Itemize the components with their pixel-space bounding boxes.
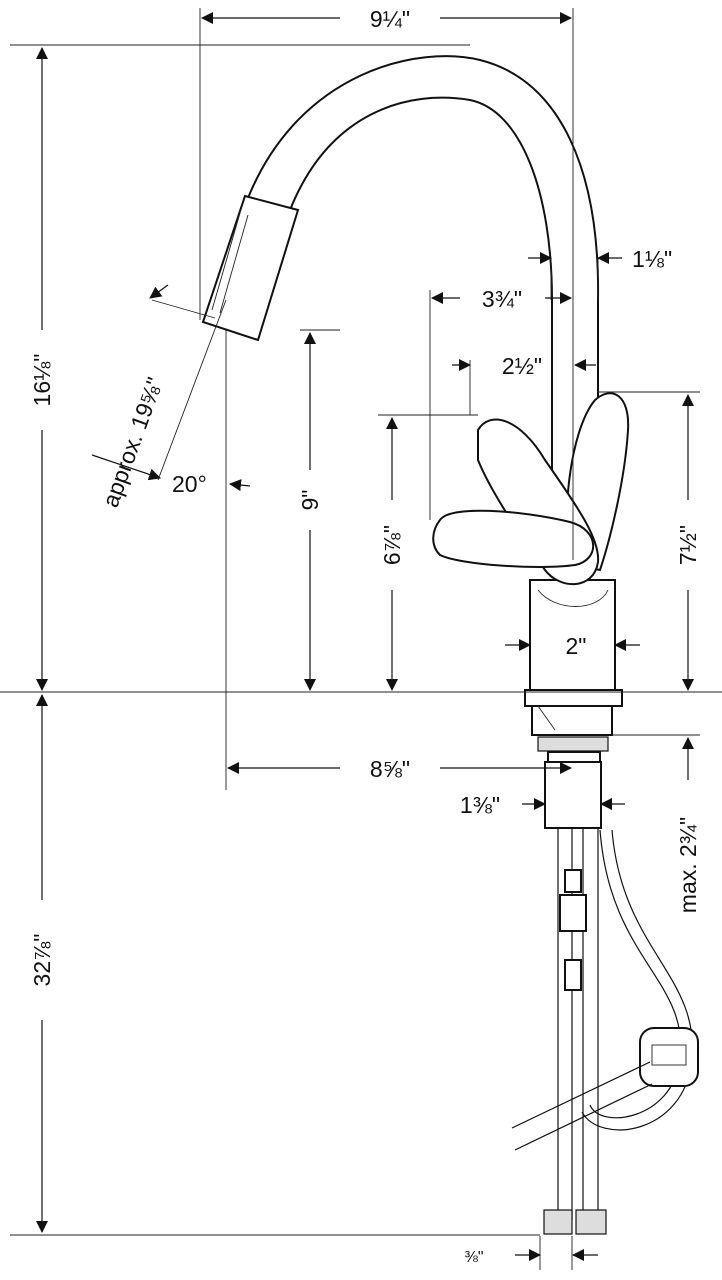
spray-head [201, 194, 300, 342]
threaded-shank [537, 736, 609, 752]
faucet-outline [201, 55, 699, 1235]
label-spout-reach-width: 9¼" [370, 6, 410, 32]
label-handle-offset-small: 2½" [502, 353, 542, 379]
label-handle-offset-large: 3¾" [482, 286, 522, 312]
label-lever-height: 7½" [675, 525, 701, 565]
label-spray-angle: 20° [172, 471, 207, 497]
label-spout-projection: 8⅝" [370, 756, 410, 782]
label-spray-reach: approx. 19⅝" [97, 374, 168, 511]
extension-lines [0, 8, 722, 1270]
label-above-deck-height: 16⅛" [29, 354, 55, 407]
label-spout-tube-dia: 1⅛" [632, 246, 672, 272]
label-spout-clearance: 9" [297, 490, 323, 511]
label-base-width: 2" [566, 633, 587, 659]
hose-weight [639, 1027, 699, 1087]
dimension-arrows [36, 12, 694, 1261]
label-max-deck-thickness: max. 2¾" [675, 817, 701, 913]
supply-hoses [543, 828, 607, 1235]
label-below-deck-length: 32⅞" [29, 934, 55, 987]
label-supply-connection: ⅜" [464, 1249, 483, 1266]
handle-lever-horizontal [432, 509, 595, 568]
shank-tube [544, 761, 602, 829]
label-shank-dia: 1⅜" [460, 792, 500, 818]
label-handle-height: 6⅞" [379, 525, 405, 565]
